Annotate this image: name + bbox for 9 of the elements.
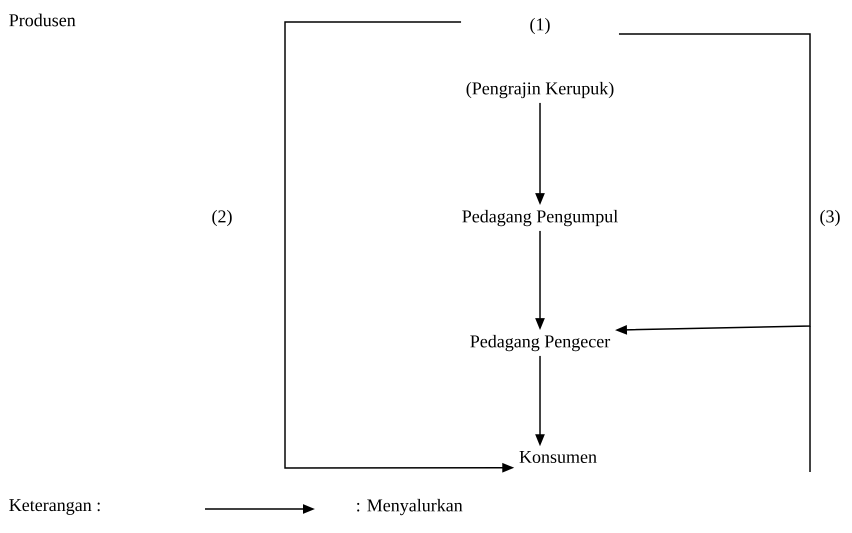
node-text: Konsumen <box>520 451 597 463</box>
node-text: (1) (Pengrajin Kerupuk) <box>466 18 614 98</box>
edge-label: (2) <box>210 208 234 228</box>
node-text: Pedagang Pengecer <box>470 334 610 352</box>
node-text: Pedagang Pengumpul <box>462 210 618 226</box>
legend-text: : Menyalurkan <box>357 498 462 516</box>
label: Keterangan : <box>9 499 100 515</box>
edge-label: (3) <box>818 208 842 228</box>
label: Produsen <box>9 14 76 26</box>
